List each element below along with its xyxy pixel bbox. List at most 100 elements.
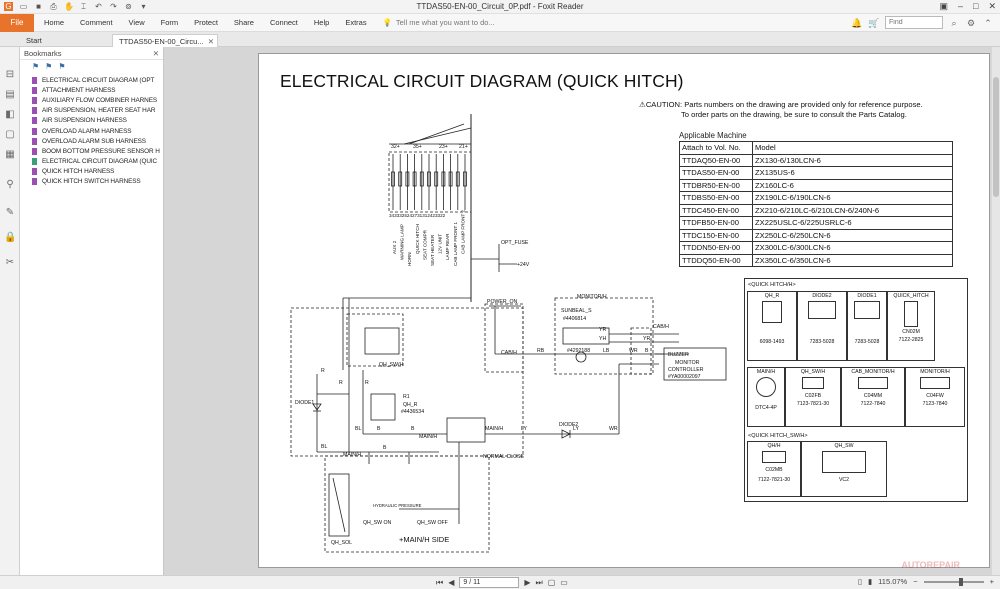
attachments-panel-icon[interactable]: ⚲	[6, 179, 14, 190]
next-page-icon[interactable]: ▶	[524, 578, 531, 587]
menu-extras[interactable]: Extras	[345, 18, 367, 27]
zoom-level[interactable]: 115.07%	[878, 577, 908, 586]
bookmark-item[interactable]: BOOM BOTTOM PRESSURE SENSOR H	[20, 146, 163, 156]
layers-panel-icon[interactable]: ◧	[5, 109, 15, 120]
comments-panel-icon[interactable]: ▢	[5, 129, 15, 140]
find-input[interactable]	[885, 16, 943, 29]
menu-view[interactable]: View	[128, 18, 145, 27]
file-menu-button[interactable]: File	[0, 14, 34, 32]
fuse-element	[398, 171, 403, 187]
view-single-icon[interactable]: ▯	[857, 577, 863, 586]
qh-sw-off-label: QH_SW OFF	[417, 520, 448, 526]
fuse-circuit-label: HORN	[407, 252, 412, 266]
wire-label-b3: B	[383, 445, 387, 451]
connector-cell-qh-sw	[801, 441, 887, 497]
pages-panel-icon[interactable]: ▤	[5, 89, 15, 100]
bookmark-item[interactable]: QUICK HITCH HARNESS	[20, 167, 163, 177]
bookmark-item[interactable]: ELECTRICAL CIRCUIT DIAGRAM (QUIC	[20, 157, 163, 167]
dropdown-icon[interactable]: ▾	[141, 2, 146, 11]
first-page-icon[interactable]: ⏮	[436, 577, 444, 587]
last-page-icon[interactable]: ⏭	[535, 577, 543, 587]
fit-width-icon[interactable]: ▭	[560, 578, 568, 587]
fuse-element	[412, 171, 417, 187]
view-continuous-icon[interactable]: ▮	[868, 577, 873, 586]
vertical-scrollbar[interactable]	[992, 47, 1000, 575]
wire-label-wr1: WR	[609, 426, 618, 432]
tab-start[interactable]: Start	[20, 34, 108, 47]
bookmark-expand-icon[interactable]: ⚑	[32, 62, 40, 71]
bookmark-item[interactable]: QUICK HITCH SWITCH HARNESS	[20, 177, 163, 187]
settings-icon[interactable]: ⚙	[966, 17, 976, 28]
bookmark-add-icon[interactable]: ⚑	[45, 62, 53, 71]
fuse-circuit-label: SEAT HEATER	[430, 234, 435, 266]
bookmark-icon	[32, 168, 37, 176]
prev-page-icon[interactable]: ◀	[448, 578, 455, 587]
connector-main-h-name: MAIN/H	[756, 369, 776, 375]
bookmark-item[interactable]: OVERLOAD ALARM SUB HARNESS	[20, 136, 163, 146]
page-navigation: ⏮ ◀ 9 / 11 ▶ ⏭ ▢ ▭	[436, 577, 568, 588]
maximize-icon[interactable]: □	[973, 1, 979, 11]
table-cell-model: ZX350LC-6/350LCN-6	[752, 253, 953, 267]
undo-icon[interactable]: ↶	[95, 2, 102, 11]
zoom-in-icon[interactable]: +	[989, 577, 994, 586]
signature-panel-icon[interactable]: ✎	[5, 207, 15, 218]
redo-icon[interactable]: ↷	[110, 2, 117, 11]
connector-cab-monitor-h: CAB_MONITOR/H C04MM 7122-7840	[841, 369, 905, 407]
hand-icon[interactable]: ✋	[64, 2, 74, 11]
select-icon[interactable]: ⌶	[81, 2, 86, 11]
page-number-input[interactable]: 9 / 11	[459, 577, 520, 588]
table-cell-volume: TTDFB50-EN-00	[679, 216, 753, 230]
menu-comment[interactable]: Comment	[80, 18, 113, 27]
bookmark-item[interactable]: ATTACHMENT HARNESS	[20, 85, 163, 95]
zoom-slider-handle[interactable]	[958, 577, 963, 586]
menu-protect[interactable]: Protect	[194, 18, 218, 27]
expand-icon[interactable]: ⌃	[984, 17, 992, 28]
menu-share[interactable]: Share	[233, 18, 254, 27]
menu-home[interactable]: Home	[44, 18, 65, 27]
scrollbar-thumb[interactable]	[993, 77, 999, 197]
bookmark-icon	[32, 86, 37, 94]
bookmark-item[interactable]: ELECTRICAL CIRCUIT DIAGRAM (OPT	[20, 75, 163, 85]
menu-help[interactable]: Help	[313, 18, 330, 27]
bookmark-icon	[32, 158, 37, 166]
tab-document[interactable]: TTDAS50-EN-00_Circu...✕	[112, 34, 218, 47]
bookmark-item[interactable]: AIR SUSPENSION, HEATER SEAT HAR	[20, 106, 163, 116]
cart-icon[interactable]: 🛒	[868, 17, 880, 28]
document-viewport[interactable]: ELECTRICAL CIRCUIT DIAGRAM (QUICK HITCH)…	[164, 47, 1000, 575]
security-lock-icon[interactable]: 🔒	[4, 232, 17, 243]
fields-panel-icon[interactable]: ▦	[5, 149, 15, 160]
main-h-label-2: MAIN/H	[343, 452, 361, 458]
connector-diode1-shape	[854, 301, 880, 319]
menu-form[interactable]: Form	[160, 18, 179, 27]
fuse-pin-numbers: 3433325242731312423322	[389, 213, 446, 218]
tab-start-label: Start	[26, 36, 42, 45]
search-icon[interactable]: ⌕	[951, 17, 957, 28]
open-icon[interactable]: ▭	[19, 2, 28, 11]
menu-connect[interactable]: Connect	[269, 18, 298, 27]
close-panel-icon[interactable]: ✕	[152, 49, 159, 58]
bell-icon[interactable]: 🔔	[851, 17, 863, 28]
ribbon-toggle-icon[interactable]: ▣	[939, 1, 948, 11]
close-tab-icon[interactable]: ✕	[207, 37, 214, 46]
print-icon[interactable]: ⎙	[50, 2, 57, 11]
column-header-model: Model	[752, 141, 953, 155]
fit-page-icon[interactable]: ▢	[547, 578, 556, 587]
save-icon[interactable]: ■	[36, 2, 41, 11]
stamp-icon[interactable]: ⊚	[125, 2, 132, 11]
zoom-slider[interactable]	[923, 577, 984, 586]
bookmark-panel-icon[interactable]: ⊟	[5, 69, 15, 80]
bookmark-item[interactable]: OVERLOAD ALARM HARNESS	[20, 126, 163, 136]
connector-legend: <QUICK HITCH/H> <QUICK HITCH_SW/H> QH_R …	[744, 278, 968, 502]
fuse-circuit-label: QUICK HITCH	[415, 224, 420, 254]
sunbeal-label: SUNBEAL_S	[561, 308, 592, 314]
zoom-out-icon[interactable]: −	[913, 577, 918, 586]
wire-label-r1: R	[321, 368, 325, 374]
close-icon[interactable]: ✕	[988, 1, 996, 11]
bookmark-item[interactable]: AUXILIARY FLOW COMBINER HARNES	[20, 95, 163, 105]
tools-icon[interactable]: ✂	[5, 257, 15, 268]
tell-me-box[interactable]: 💡 Tell me what you want to do...	[375, 14, 495, 32]
bookmark-item[interactable]: AIR SUSPENSION HARNESS	[20, 116, 163, 126]
bookmark-delete-icon[interactable]: ⚑	[58, 62, 66, 71]
minimize-icon[interactable]: –	[958, 1, 964, 11]
